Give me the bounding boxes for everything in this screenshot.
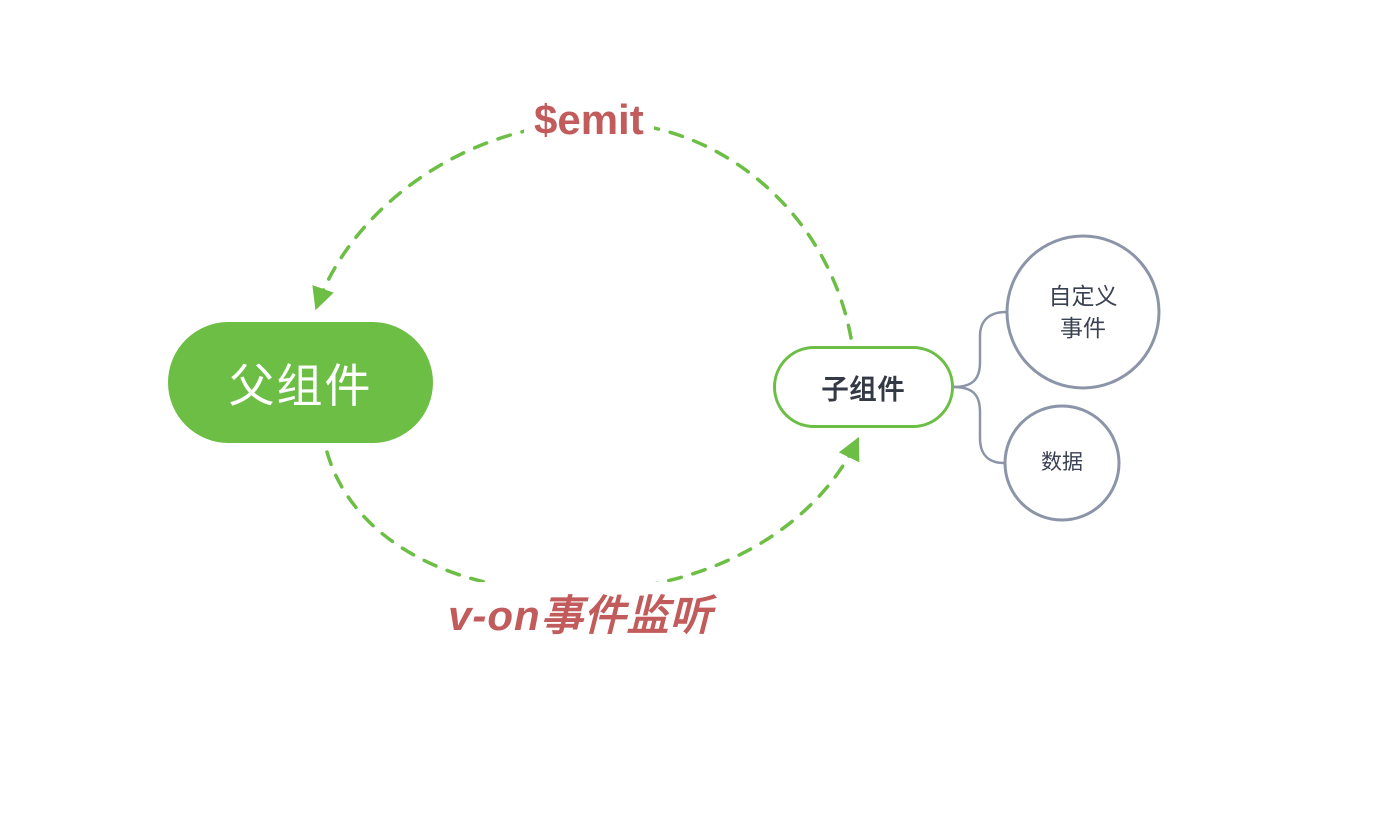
von-edge-label: v-on事件监听	[438, 582, 723, 643]
data-circle-label: 数据	[1005, 406, 1119, 520]
von-arc	[325, 436, 860, 594]
child-component-node: 子组件	[773, 346, 954, 428]
custom-event-line1: 自定义	[1048, 282, 1118, 309]
data-circle	[1003, 404, 1121, 522]
emit-edge-label: $emit	[524, 96, 654, 144]
child-component-label: 子组件	[821, 374, 906, 405]
connector-to-custom-event	[952, 310, 1007, 389]
connector-to-data	[952, 385, 1005, 465]
data-label: 数据	[1041, 451, 1083, 475]
parent-component-label: 父组件	[228, 359, 373, 412]
emit-arc	[312, 120, 853, 340]
parent-component-node: 父组件	[168, 322, 433, 443]
custom-event-circle-label: 自定义 事件	[1007, 236, 1159, 388]
custom-event-line2: 事件	[1060, 315, 1106, 341]
custom-event-circle	[1005, 234, 1161, 390]
